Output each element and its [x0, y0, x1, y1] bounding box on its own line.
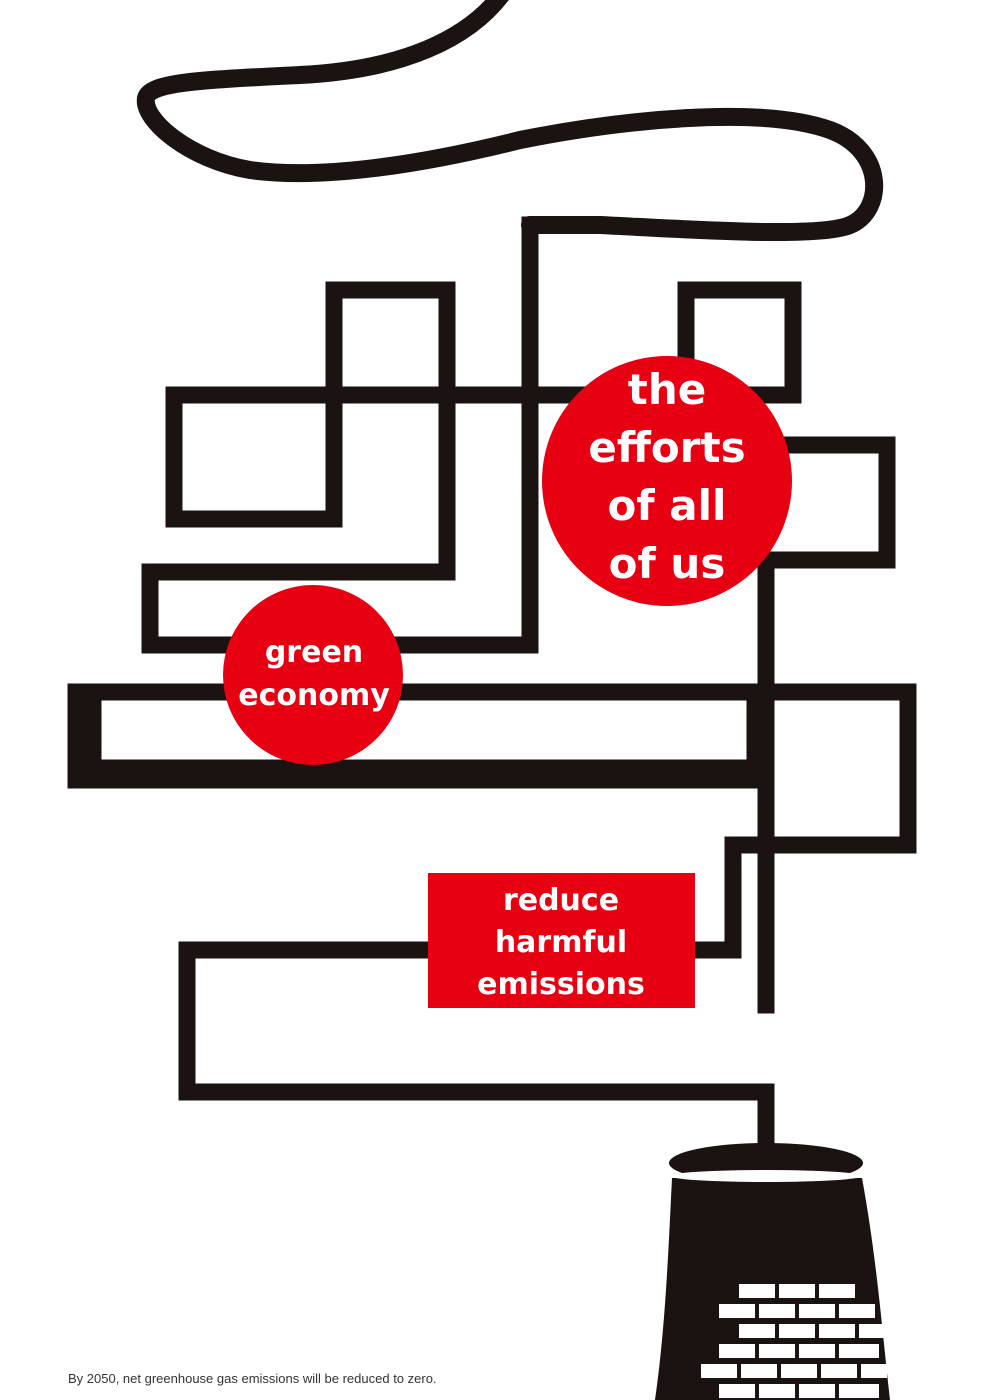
reduce-line-3: emissions — [477, 967, 645, 1002]
smoke-plume-icon — [136, 0, 884, 242]
green-economy-line-2: economy — [238, 678, 390, 713]
reduce-emissions-box: reduce harmful emissions — [428, 873, 695, 1008]
reduce-line-2: harmful — [495, 925, 627, 960]
efforts-line-1: the — [628, 365, 706, 414]
cooling-tower-icon — [655, 1143, 890, 1400]
footnote: By 2050, net greenhouse gas emissions wi… — [68, 1371, 437, 1386]
maze-lines — [67, 216, 917, 1154]
efforts-line-3: of all — [608, 481, 727, 530]
reduce-line-1: reduce — [503, 883, 619, 918]
green-economy-line-1: green — [265, 635, 363, 670]
brick-wall-icon — [701, 1284, 887, 1398]
efforts-line-2: efforts — [588, 423, 745, 472]
green-economy-bubble: green economy — [223, 585, 403, 765]
efforts-bubble: the efforts of all of us — [542, 356, 792, 606]
efforts-line-4: of us — [609, 539, 726, 588]
